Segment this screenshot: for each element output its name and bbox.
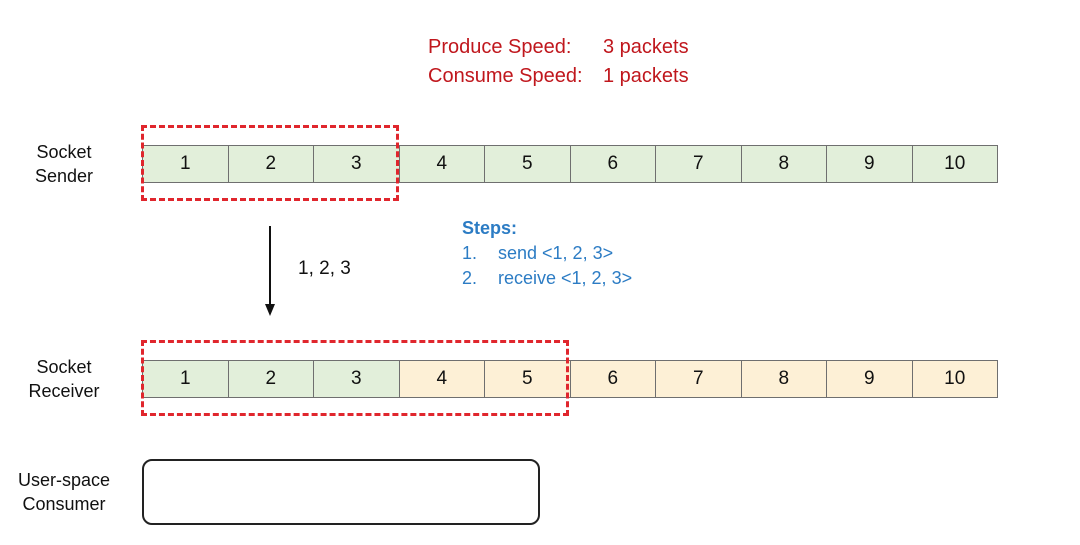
receiver-packet: 6: [570, 361, 656, 397]
sender-packet: 5: [485, 146, 571, 182]
consume-speed-value: 1 packets: [603, 65, 689, 87]
receiver-packet: 3: [314, 361, 400, 397]
produce-speed-label: Produce Speed:: [428, 36, 572, 58]
socket-sender-label-line1: Socket: [36, 142, 92, 162]
produce-speed: Produce Speed: 3 packets: [428, 35, 689, 59]
step-item: 1. send <1, 2, 3>: [462, 241, 632, 266]
sender-packet-row: 1 2 3 4 5 6 7 8 9 10: [142, 145, 998, 183]
sender-packet: 6: [570, 146, 656, 182]
receiver-packet: 8: [741, 361, 827, 397]
step-number: 2.: [462, 268, 478, 288]
receiver-packet-row: 1 2 3 4 5 6 7 8 9 10: [142, 360, 998, 398]
down-arrow-icon: [265, 226, 275, 316]
socket-sender-label: Socket Sender: [0, 140, 128, 188]
steps-list: Steps: 1. send <1, 2, 3> 2. receive <1, 2,…: [462, 216, 632, 291]
user-space-consumer-label: User-space Consumer: [0, 468, 128, 516]
user-space-consumer-label-line1: User-space: [17, 470, 111, 490]
receiver-packet: 4: [399, 361, 485, 397]
receiver-packet: 7: [656, 361, 742, 397]
consumer-buffer-box: [142, 459, 540, 525]
sender-packet: 10: [912, 146, 998, 182]
receiver-packet: 10: [912, 361, 998, 397]
socket-receiver-label-line1: Socket: [36, 357, 92, 377]
user-space-consumer-label-line2: Consumer: [22, 494, 106, 514]
sender-packet: 8: [741, 146, 827, 182]
sender-packet: 7: [656, 146, 742, 182]
step-text: send <1, 2, 3>: [498, 243, 614, 263]
consume-speed-label: Consume Speed:: [428, 65, 583, 87]
consume-speed: Consume Speed: 1 packets: [428, 64, 689, 88]
receiver-packet: 2: [228, 361, 314, 397]
socket-sender-label-line2: Sender: [34, 166, 94, 186]
transfer-label: 1, 2, 3: [298, 258, 351, 279]
receiver-packet: 1: [143, 361, 229, 397]
receiver-packet: 9: [827, 361, 913, 397]
sender-packet: 3: [314, 146, 400, 182]
receiver-packet: 5: [485, 361, 571, 397]
sender-send-window: [141, 125, 399, 201]
steps-title: Steps:: [462, 218, 518, 238]
step-item: 2. receive <1, 2, 3>: [462, 266, 632, 291]
sender-packet: 9: [827, 146, 913, 182]
produce-speed-value: 3 packets: [603, 36, 689, 58]
socket-receiver-label-line2: Receiver: [28, 381, 100, 401]
socket-receiver-label: Socket Receiver: [0, 355, 128, 403]
receiver-receive-window: [141, 340, 569, 416]
sender-packet: 1: [143, 146, 229, 182]
sender-packet: 2: [228, 146, 314, 182]
sender-packet: 4: [399, 146, 485, 182]
step-number: 1.: [462, 243, 478, 263]
step-text: receive <1, 2, 3>: [498, 268, 633, 288]
